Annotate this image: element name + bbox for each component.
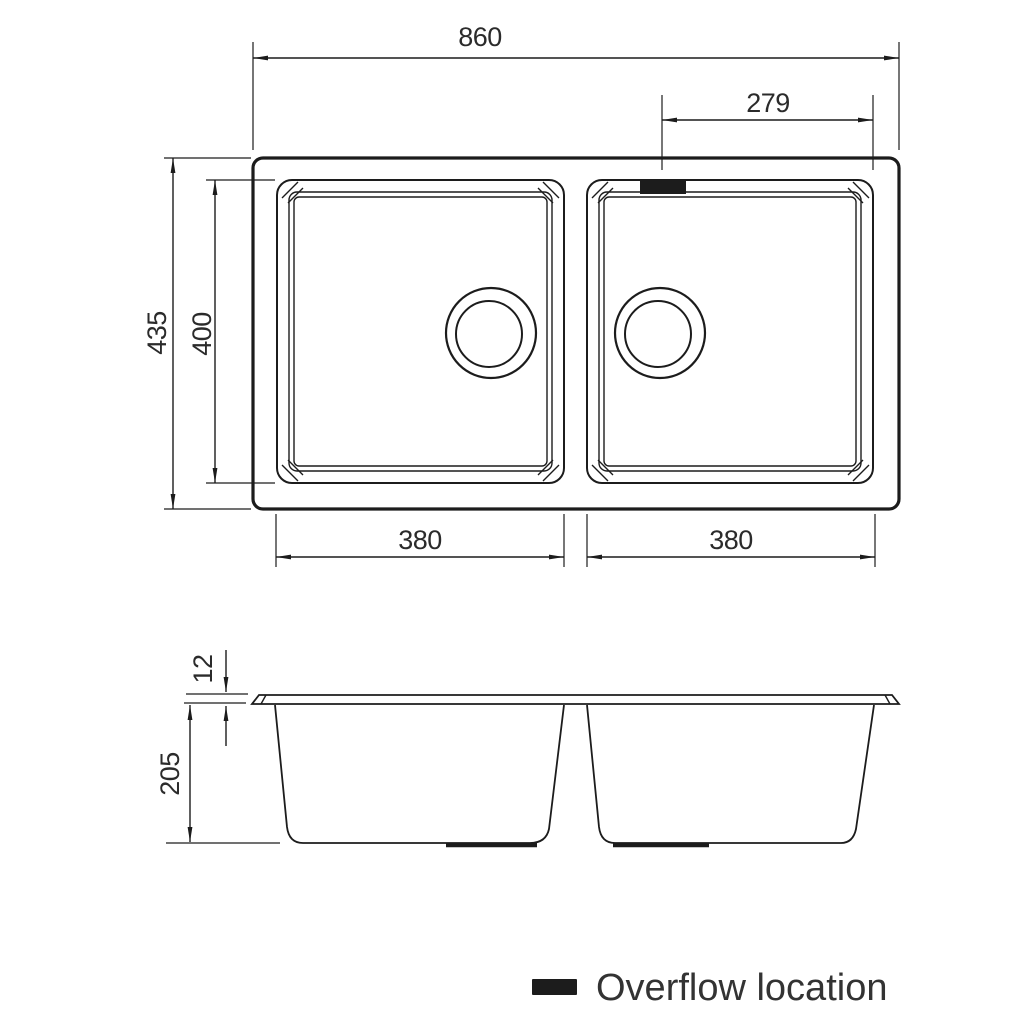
legend-label: Overflow location [596, 967, 887, 1009]
left-drain-inner-circle [455, 300, 523, 368]
left-bowl-profile [274, 704, 565, 844]
dim-205-label: 205 [155, 752, 185, 796]
right-bowl-profile [586, 704, 875, 844]
dim-overflow-offset: 279 [661, 88, 874, 170]
left-drain-outer-circle [444, 286, 538, 380]
left-bowl-corner-bevels [281, 181, 560, 482]
side-view: 12 205 [155, 650, 901, 848]
overflow-marker [640, 181, 686, 194]
sink-outline [251, 156, 901, 511]
rim-profile [250, 694, 901, 705]
dim-left-bowl-width: 380 [275, 514, 565, 567]
dim-overall-depth: 435 [142, 157, 251, 510]
dim-380-right-label: 380 [709, 525, 753, 555]
left-bowl-outer-edge [276, 179, 565, 484]
right-bowl-corner-bevels [591, 181, 870, 482]
dim-bowl-inner-depth: 400 [187, 179, 275, 484]
rim-left-bevel [260, 694, 267, 705]
dim-435-label: 435 [142, 311, 172, 355]
right-bowl-rim-edge [598, 191, 862, 472]
dim-rim-thickness: 12 [184, 650, 248, 746]
dim-860-label: 860 [458, 22, 502, 52]
overflow-swatch-icon [532, 979, 577, 995]
dim-279-label: 279 [746, 88, 790, 118]
dim-right-bowl-width: 380 [586, 514, 876, 567]
left-bowl [276, 179, 565, 484]
right-bowl-outer-edge [586, 179, 874, 484]
dim-bowl-depth: 205 [155, 705, 280, 844]
legend: Overflow location [532, 967, 887, 1009]
right-bowl-inner-edge [603, 196, 857, 467]
dim-400-label: 400 [187, 312, 217, 356]
right-drain-inner-circle [624, 300, 692, 368]
right-drain-outer-circle [613, 286, 707, 380]
top-view: 860 279 435 400 380 [142, 22, 901, 567]
rim-right-bevel [884, 694, 891, 705]
dim-12-label: 12 [188, 654, 218, 683]
left-bowl-rim-edge [288, 191, 553, 472]
dim-380-left-label: 380 [398, 525, 442, 555]
left-bowl-inner-edge [293, 196, 548, 467]
right-bowl [586, 179, 874, 484]
dim-overall-width: 860 [252, 22, 900, 150]
